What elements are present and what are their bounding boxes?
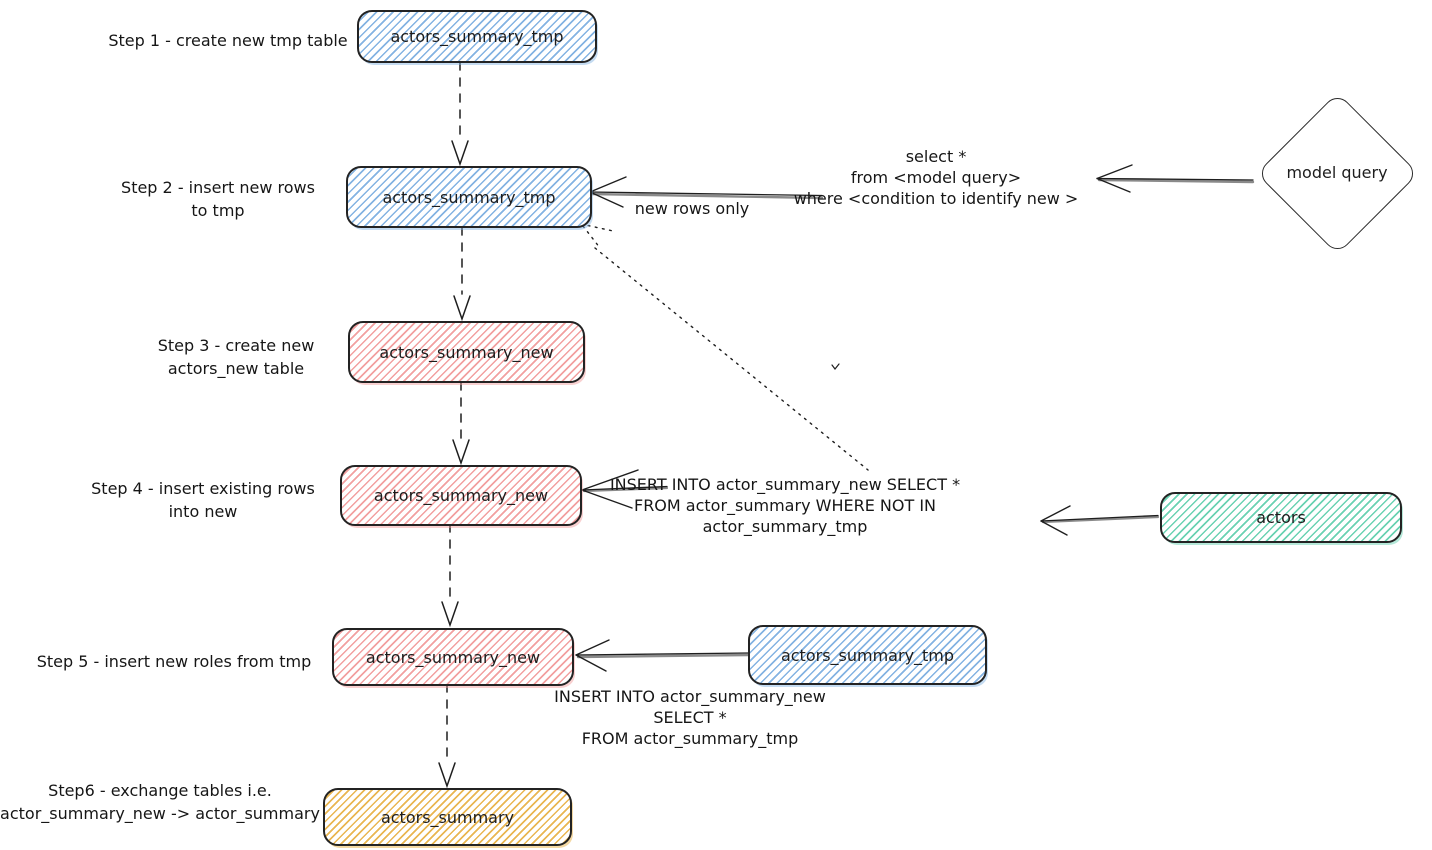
step3-label-line1: Step 3 - create new bbox=[157, 336, 315, 355]
node-step6-actors-summary[interactable]: actors_summary bbox=[323, 788, 572, 846]
step4-label-line2: into new bbox=[168, 502, 238, 521]
arrow-step4-to-step5[interactable] bbox=[441, 523, 459, 628]
node-step3-actors-summary-new[interactable]: actors_summary_new bbox=[348, 321, 585, 383]
new-rows-only-label[interactable]: new rows only bbox=[635, 198, 750, 219]
stray-mark bbox=[831, 363, 840, 370]
step4-sql-text[interactable]: INSERT INTO actor_summary_new SELECT * F… bbox=[610, 474, 960, 537]
node-label: model query bbox=[1286, 163, 1388, 182]
step2-label-line2: to tmp bbox=[191, 201, 245, 220]
step4-label[interactable]: Step 4 - insert existing rows into new bbox=[91, 477, 315, 523]
arrow-step2-to-step3[interactable] bbox=[453, 226, 471, 322]
step4-sql-line1: INSERT INTO actor_summary_new SELECT * bbox=[609, 475, 961, 494]
dotted-line-step2-to-step4-sql[interactable] bbox=[580, 223, 869, 471]
step3-label-line2: actors_new table bbox=[167, 359, 305, 378]
arrow-model-query-to-sql[interactable] bbox=[1096, 164, 1255, 193]
step1-label-line1: Step 1 - create new tmp table bbox=[108, 31, 348, 50]
model-query-sql-text[interactable]: select * from <model query> where <condi… bbox=[794, 146, 1079, 209]
arrow-query-result-to-step2[interactable] bbox=[589, 176, 824, 208]
step1-label[interactable]: Step 1 - create new tmp table bbox=[108, 29, 347, 52]
step2-label-line1: Step 2 - insert new rows bbox=[121, 178, 315, 197]
node-step2-actors-summary-tmp[interactable]: actors_summary_tmp bbox=[346, 166, 592, 228]
new-rows-only-text: new rows only bbox=[634, 199, 750, 218]
step6-label-line1: Step6 - exchange tables i.e. bbox=[48, 781, 272, 800]
model-query-sql-line1: select * bbox=[905, 147, 967, 166]
node-step1-actors-summary-tmp[interactable]: actors_summary_tmp bbox=[357, 10, 597, 63]
node-label: actors_summary_new bbox=[373, 486, 549, 505]
arrow-step3-to-step4[interactable] bbox=[452, 381, 470, 466]
node-label: actors_summary_new bbox=[365, 647, 541, 667]
step4-sql-line2: FROM actor_summary WHERE NOT IN bbox=[633, 496, 936, 515]
arrow-tmp-to-step5[interactable] bbox=[575, 639, 750, 672]
step2-label[interactable]: Step 2 - insert new rows to tmp bbox=[121, 176, 315, 222]
arrow-step1-to-step2[interactable] bbox=[451, 61, 469, 167]
step5-sql-line2: SELECT * bbox=[653, 708, 727, 727]
node-label: actors_summary_new bbox=[379, 342, 554, 362]
arrow-step5-to-step6[interactable] bbox=[438, 683, 456, 789]
step5-label-line1: Step 5 - insert new roles from tmp bbox=[36, 652, 312, 671]
model-query-sql-line2: from <model query> bbox=[850, 168, 1022, 187]
step5-sql-text[interactable]: INSERT INTO actor_summary_new SELECT * F… bbox=[554, 686, 826, 749]
node-actors[interactable]: actors bbox=[1160, 492, 1402, 543]
node-label: actors_summary bbox=[380, 807, 515, 827]
step5-sql-line3: FROM actor_summary_tmp bbox=[581, 729, 799, 748]
node-step5-actors-summary-new[interactable]: actors_summary_new bbox=[332, 628, 574, 686]
node-step4-actors-summary-new[interactable]: actors_summary_new bbox=[340, 465, 582, 526]
step5-sql-line1: INSERT INTO actor_summary_new bbox=[554, 687, 826, 706]
step5-label[interactable]: Step 5 - insert new roles from tmp bbox=[37, 650, 312, 673]
node-label: actors bbox=[1256, 508, 1306, 527]
model-query-sql-line3: where <condition to identify new > bbox=[793, 189, 1079, 208]
step6-label-line2: actor_summary_new -> actor_summary bbox=[0, 804, 320, 823]
step4-sql-line3: actor_summary_tmp bbox=[702, 517, 868, 536]
step4-label-line1: Step 4 - insert existing rows bbox=[91, 479, 315, 498]
node-label: actors_summary_tmp bbox=[382, 187, 556, 207]
step3-label[interactable]: Step 3 - create new actors_new table bbox=[158, 334, 315, 380]
arrow-actors-to-step4-sql[interactable] bbox=[1040, 505, 1160, 536]
step6-label[interactable]: Step6 - exchange tables i.e. actor_summa… bbox=[0, 779, 320, 825]
arrow-step4-sql-to-step4[interactable] bbox=[581, 469, 669, 509]
node-label: actors_summary_tmp bbox=[780, 645, 955, 665]
node-label: actors_summary_tmp bbox=[390, 27, 564, 46]
node-source-actors-summary-tmp[interactable]: actors_summary_tmp bbox=[748, 625, 987, 685]
